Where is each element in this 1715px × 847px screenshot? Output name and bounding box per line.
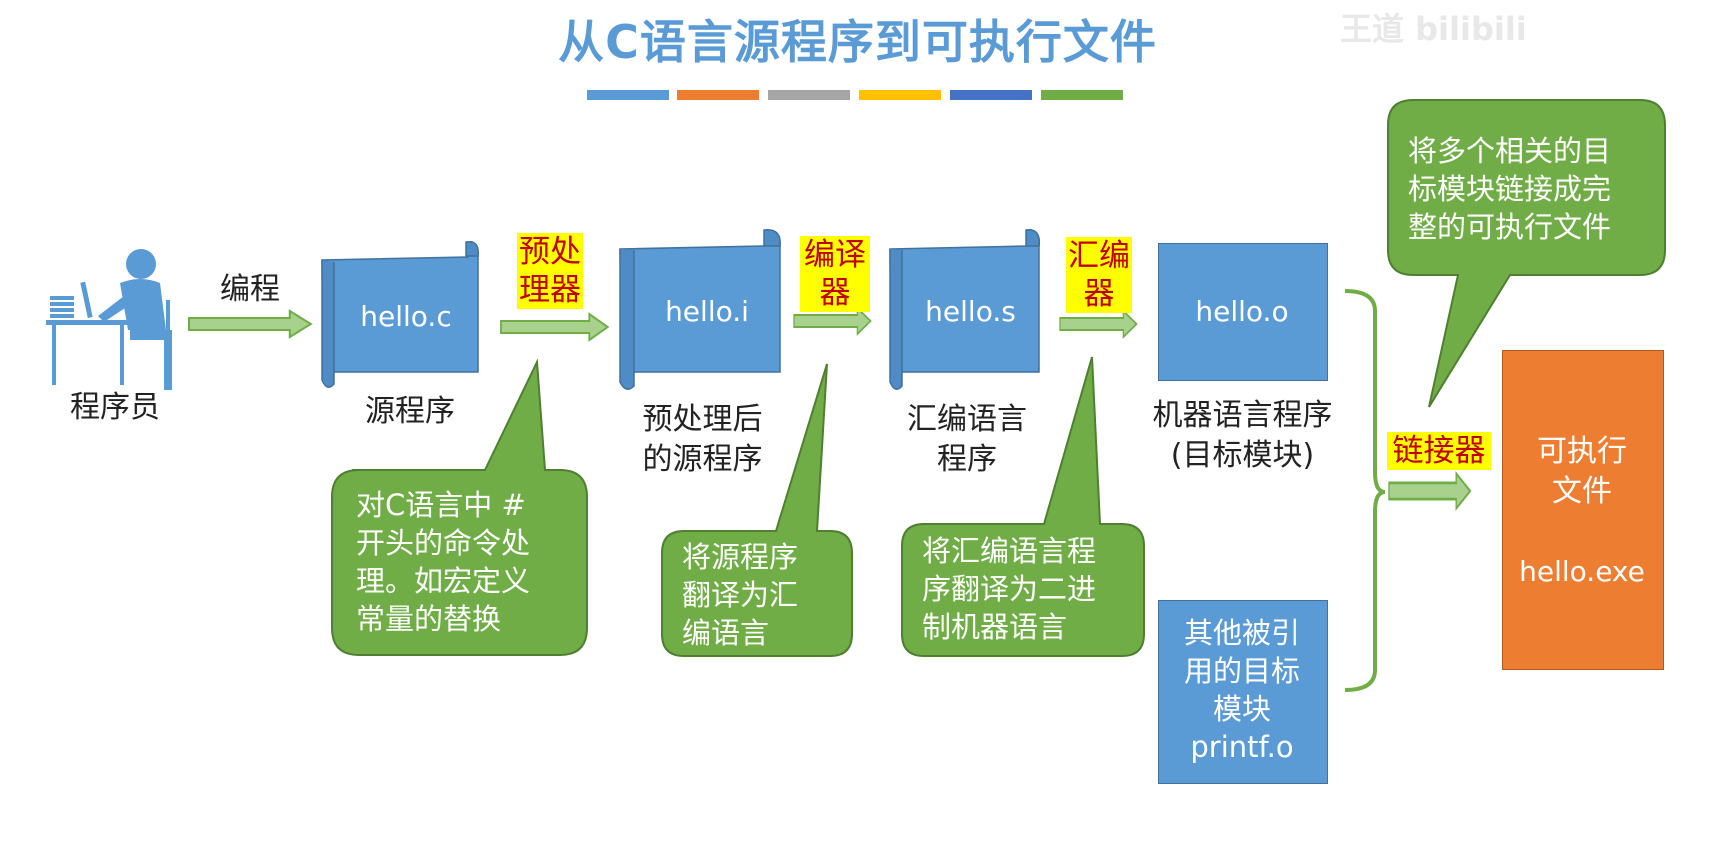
programmer-icon: [46, 249, 172, 390]
preprocessed-program-label: 预处理后 的源程序: [642, 402, 763, 477]
programming-action-label: 编程: [220, 272, 280, 307]
watermark: 王道 bilibili: [1340, 10, 1527, 48]
title-bar-2: [677, 90, 759, 100]
callout-assembler-text: 将汇编语言程 序翻译为二进 制机器语言: [922, 534, 1097, 644]
callout-assembler-bubble: [901, 356, 1145, 657]
arrow-program: [187, 309, 312, 339]
arrow-assemble: [1059, 310, 1138, 338]
tool-compiler: 编译 器: [800, 236, 870, 312]
source-file-name: hello.c: [360, 300, 452, 333]
callout-linker-bubble: [1387, 99, 1666, 408]
title-bar-3: [768, 90, 850, 100]
object-file-name: hello.o: [1195, 295, 1289, 328]
callout-compiler-text: 将源程序 翻译为汇 编语言: [682, 540, 799, 650]
callout-preprocessor-text: 对C语言中 # 开头的命令处 理。如宏定义 常量的替换: [356, 488, 531, 636]
executable-label: 可执行 文件: [1537, 434, 1627, 509]
scroll-hello-c: [321, 241, 479, 388]
tool-assembler: 汇编 器: [1066, 237, 1132, 313]
arrow-link: [1387, 472, 1472, 510]
scroll-hello-s: [889, 229, 1041, 390]
executable-file-name: hello.exe: [1519, 555, 1645, 588]
assembly-file-name: hello.s: [925, 295, 1016, 328]
arrow-preprocess: [500, 313, 609, 341]
brace-bracket: [1344, 289, 1386, 692]
page-title: 从C语言源程序到可执行文件: [558, 15, 1157, 69]
title-bar-6: [1041, 90, 1123, 100]
callout-compiler-bubble: [661, 363, 853, 657]
assembly-program-label: 汇编语言 程序: [907, 402, 1027, 477]
title-bar-4: [859, 90, 941, 100]
callout-preprocessor-bubble: [331, 358, 588, 656]
tool-preprocessor: 预处 理器: [517, 233, 583, 309]
executable-box: [1502, 350, 1664, 670]
tool-linker: 链接器: [1387, 432, 1491, 470]
preprocessed-file-name: hello.i: [665, 295, 749, 328]
object-module-box: [1158, 243, 1328, 381]
title-bar-5: [950, 90, 1032, 100]
source-program-label: 源程序: [365, 394, 455, 429]
title-bar-1: [587, 90, 669, 100]
other-object-box: [1158, 600, 1328, 784]
callout-linker-text: 将多个相关的目 标模块链接成完 整的可执行文件: [1408, 134, 1612, 244]
other-object-label: 其他被引 用的目标 模块 printf.o: [1183, 616, 1300, 764]
object-program-label: 机器语言程序 (目标模块): [1152, 398, 1333, 473]
scroll-hello-i: [619, 229, 781, 390]
programmer-label: 程序员: [70, 390, 160, 425]
